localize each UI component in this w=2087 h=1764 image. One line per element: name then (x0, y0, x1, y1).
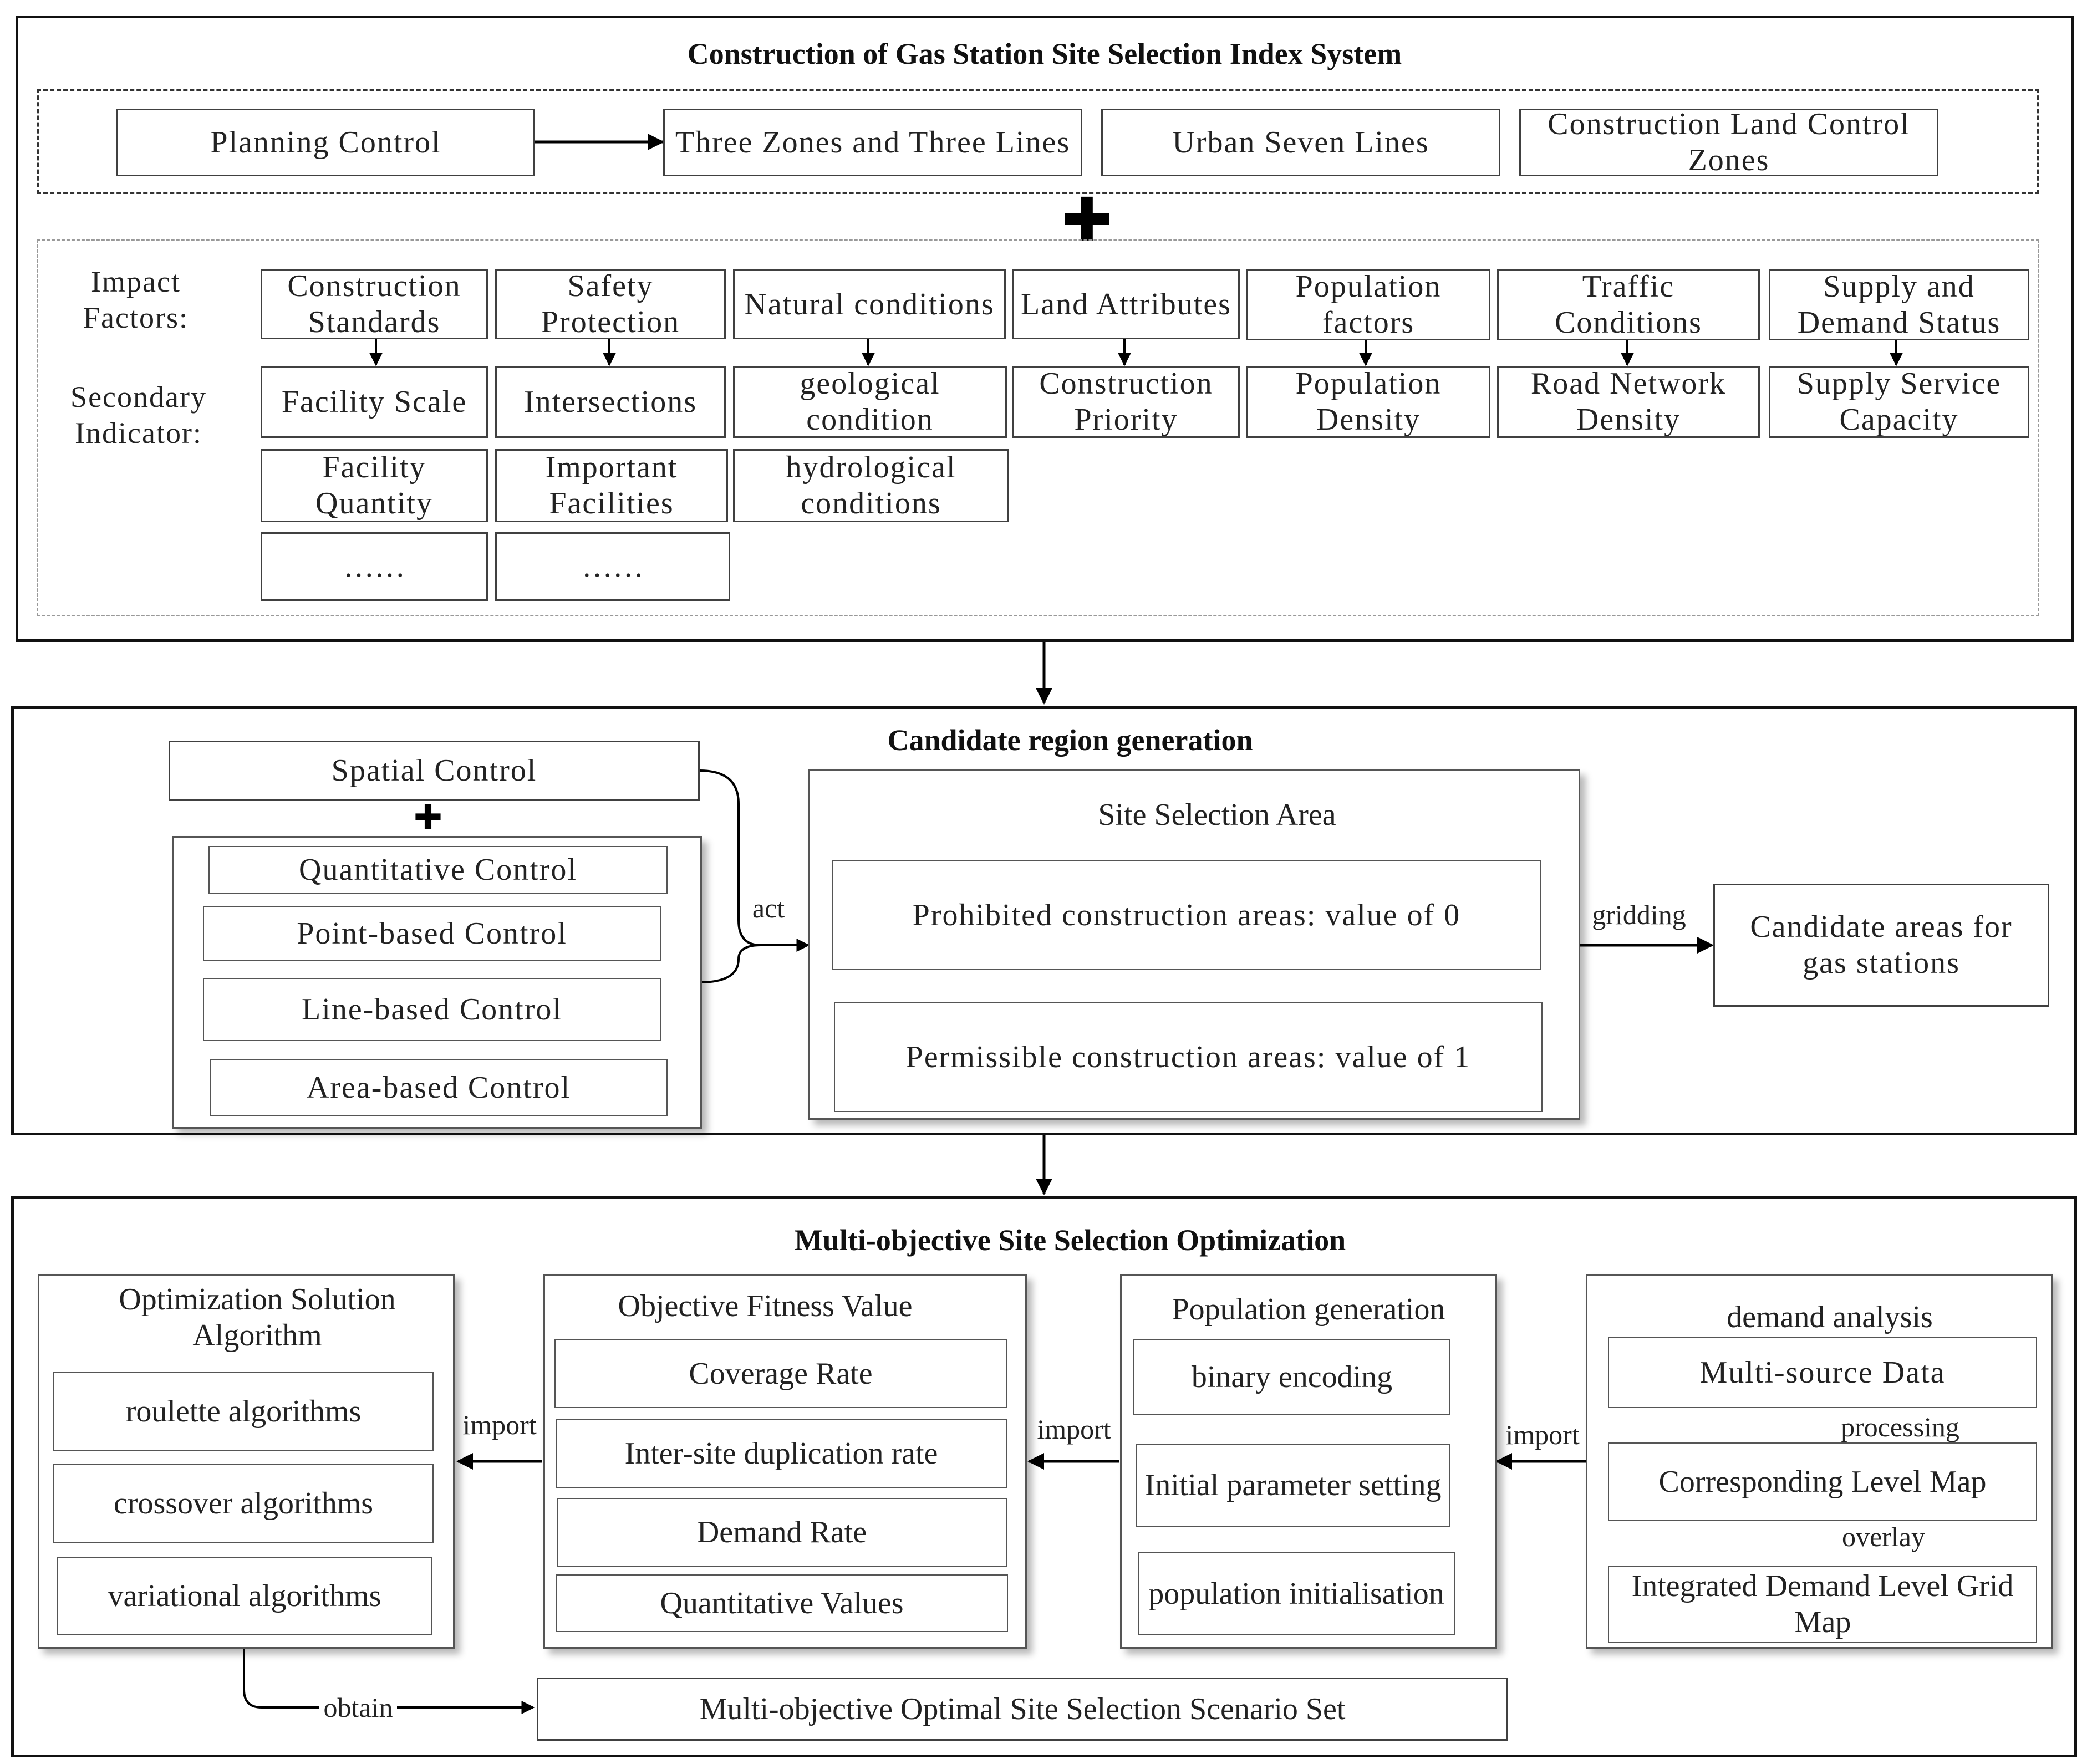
impact-factors-label: Impact Factors: (83, 265, 189, 334)
arrow-obtain (243, 1635, 535, 1714)
corresponding-level-map-box: Corresponding Level Map (1608, 1442, 2037, 1521)
candidate-areas-box: Candidate areas for gas stations (1713, 884, 2049, 1007)
brace-connector (699, 769, 761, 983)
spatial-control-box: Spatial Control (169, 741, 700, 801)
quantitative-values-box: Quantitative Values (556, 1574, 1008, 1632)
quantitative-control-box: Quantitative Control (208, 846, 668, 894)
prohibited-areas-box: Prohibited construction areas: value of … (832, 860, 1541, 970)
site-selection-area-title: Site Selection Area (1098, 798, 1336, 832)
factor-safety-protection: Safety Protection (495, 269, 726, 339)
permissible-areas-box: Permissible construction areas: value of… (834, 1002, 1543, 1112)
plus-icon-controls: ✚ (414, 797, 442, 838)
fitness-title: Objective Fitness Value (618, 1289, 913, 1323)
binary-encoding-box: binary encoding (1133, 1339, 1450, 1415)
variational-algorithms-box: variational algorithms (57, 1557, 432, 1635)
indicator-ellipsis-1: …… (261, 532, 488, 601)
indicator-geological-condition: geological condition (733, 366, 1007, 438)
optimization-panel (11, 1196, 2077, 1757)
three-zones-box: Three Zones and Three Lines (663, 109, 1082, 176)
act-label: act (752, 893, 785, 924)
urban-seven-lines-box: Urban Seven Lines (1101, 109, 1500, 176)
obtain-label: obtain (319, 1691, 397, 1724)
factor-land-attributes: Land Attributes (1012, 269, 1240, 339)
factor-traffic-conditions: Traffic Conditions (1497, 269, 1760, 340)
area-based-control-box: Area-based Control (210, 1059, 668, 1116)
candidate-panel (11, 706, 2077, 1135)
secondary-indicator-label: Secondary Indicator: (70, 380, 207, 450)
algorithm-title: Optimization Solution Algorithm (119, 1282, 396, 1353)
gridding-label: gridding (1592, 899, 1686, 930)
coverage-rate-box: Coverage Rate (554, 1339, 1007, 1408)
point-based-control-box: Point-based Control (203, 906, 661, 961)
overlay-label: overlay (1842, 1521, 1925, 1552)
index-system-panel (16, 16, 2074, 642)
crossover-algorithms-box: crossover algorithms (53, 1464, 434, 1543)
indicator-important-facilities: Important Facilities (495, 449, 728, 522)
factor-population-factors: Population factors (1246, 269, 1490, 340)
factor-construction-standards: Construction Standards (261, 269, 488, 339)
candidate-title: Candidate region generation (887, 723, 1253, 757)
indicator-road-network-density: Road Network Density (1497, 366, 1760, 438)
import-label-1: import (462, 1409, 537, 1440)
factors-dashed-group (37, 239, 2039, 616)
planning-control-box: Planning Control (116, 109, 535, 176)
roulette-algorithms-box: roulette algorithms (53, 1372, 434, 1451)
indicator-intersections: Intersections (495, 366, 726, 438)
population-initialisation-box: population initialisation (1138, 1552, 1455, 1635)
factor-supply-demand: Supply and Demand Status (1769, 269, 2029, 340)
import-label-2: import (1037, 1414, 1111, 1445)
factor-natural-conditions: Natural conditions (733, 269, 1006, 339)
indicator-facility-quantity: Facility Quantity (261, 449, 488, 522)
demand-rate-box: Demand Rate (557, 1498, 1007, 1567)
processing-label: processing (1841, 1411, 1959, 1442)
indicator-facility-scale: Facility Scale (261, 366, 488, 438)
population-title: Population generation (1172, 1292, 1445, 1327)
indicator-supply-service-capacity: Supply Service Capacity (1769, 366, 2029, 438)
scenario-set-box: Multi-objective Optimal Site Selection S… (537, 1678, 1508, 1741)
duplication-rate-box: Inter-site duplication rate (556, 1419, 1007, 1488)
multi-source-data-box: Multi-source Data (1608, 1337, 2037, 1408)
indicator-ellipsis-2: …… (495, 532, 730, 601)
indicator-hydrological-conditions: hydrological conditions (733, 449, 1009, 522)
indicator-population-density: Population Density (1246, 366, 1490, 438)
integrated-demand-map-box: Integrated Demand Level Grid Map (1608, 1566, 2037, 1643)
import-label-3: import (1505, 1419, 1580, 1450)
initial-parameter-box: Initial parameter setting (1136, 1444, 1450, 1527)
demand-title: demand analysis (1727, 1300, 1933, 1334)
indicator-construction-priority: Construction Priority (1012, 366, 1240, 438)
optimization-title: Multi-objective Site Selection Optimizat… (794, 1223, 1346, 1257)
index-system-title: Construction of Gas Station Site Selecti… (687, 37, 1402, 70)
construction-land-box: Construction Land Control Zones (1519, 107, 1938, 177)
planning-dashed-group (37, 89, 2039, 194)
line-based-control-box: Line-based Control (203, 978, 661, 1041)
